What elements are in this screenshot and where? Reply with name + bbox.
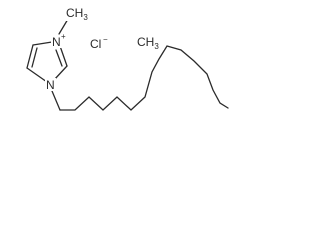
charge-plus: + xyxy=(61,32,66,41)
label-n-bottom: N xyxy=(45,78,56,92)
bond-c4-n3 xyxy=(32,41,53,46)
chain-end-label: CH3 xyxy=(137,35,159,51)
bond-c5-c4-double xyxy=(31,47,38,68)
bond-c2-n1 xyxy=(53,65,68,81)
label-n-top: N + xyxy=(51,32,66,49)
chloride-charge: − xyxy=(103,35,108,44)
bond-n3-c2-double xyxy=(55,49,63,67)
chloride-label: Cl xyxy=(90,37,101,51)
alkyl-chain-zigzag xyxy=(59,45,229,111)
bond-n3-c2 xyxy=(59,45,68,67)
chemical-structure: N + CH3 N Cl − CH3 xyxy=(26,6,229,111)
imidazolium-ring xyxy=(26,41,68,83)
atom-n1: N xyxy=(46,78,55,92)
label-counterion: Cl − xyxy=(90,35,108,51)
label-methyl: CH3 xyxy=(64,6,88,22)
atom-n3: N xyxy=(52,35,61,49)
label-chain-end: CH3 xyxy=(136,35,164,51)
alkyl-chain xyxy=(59,45,229,111)
bond-n1-c5 xyxy=(26,67,48,83)
bond-n3-methyl xyxy=(58,18,69,35)
methyl-label: CH3 xyxy=(66,6,88,22)
bond-c5-c4 xyxy=(26,44,34,69)
bond-n1-chain xyxy=(51,90,61,111)
